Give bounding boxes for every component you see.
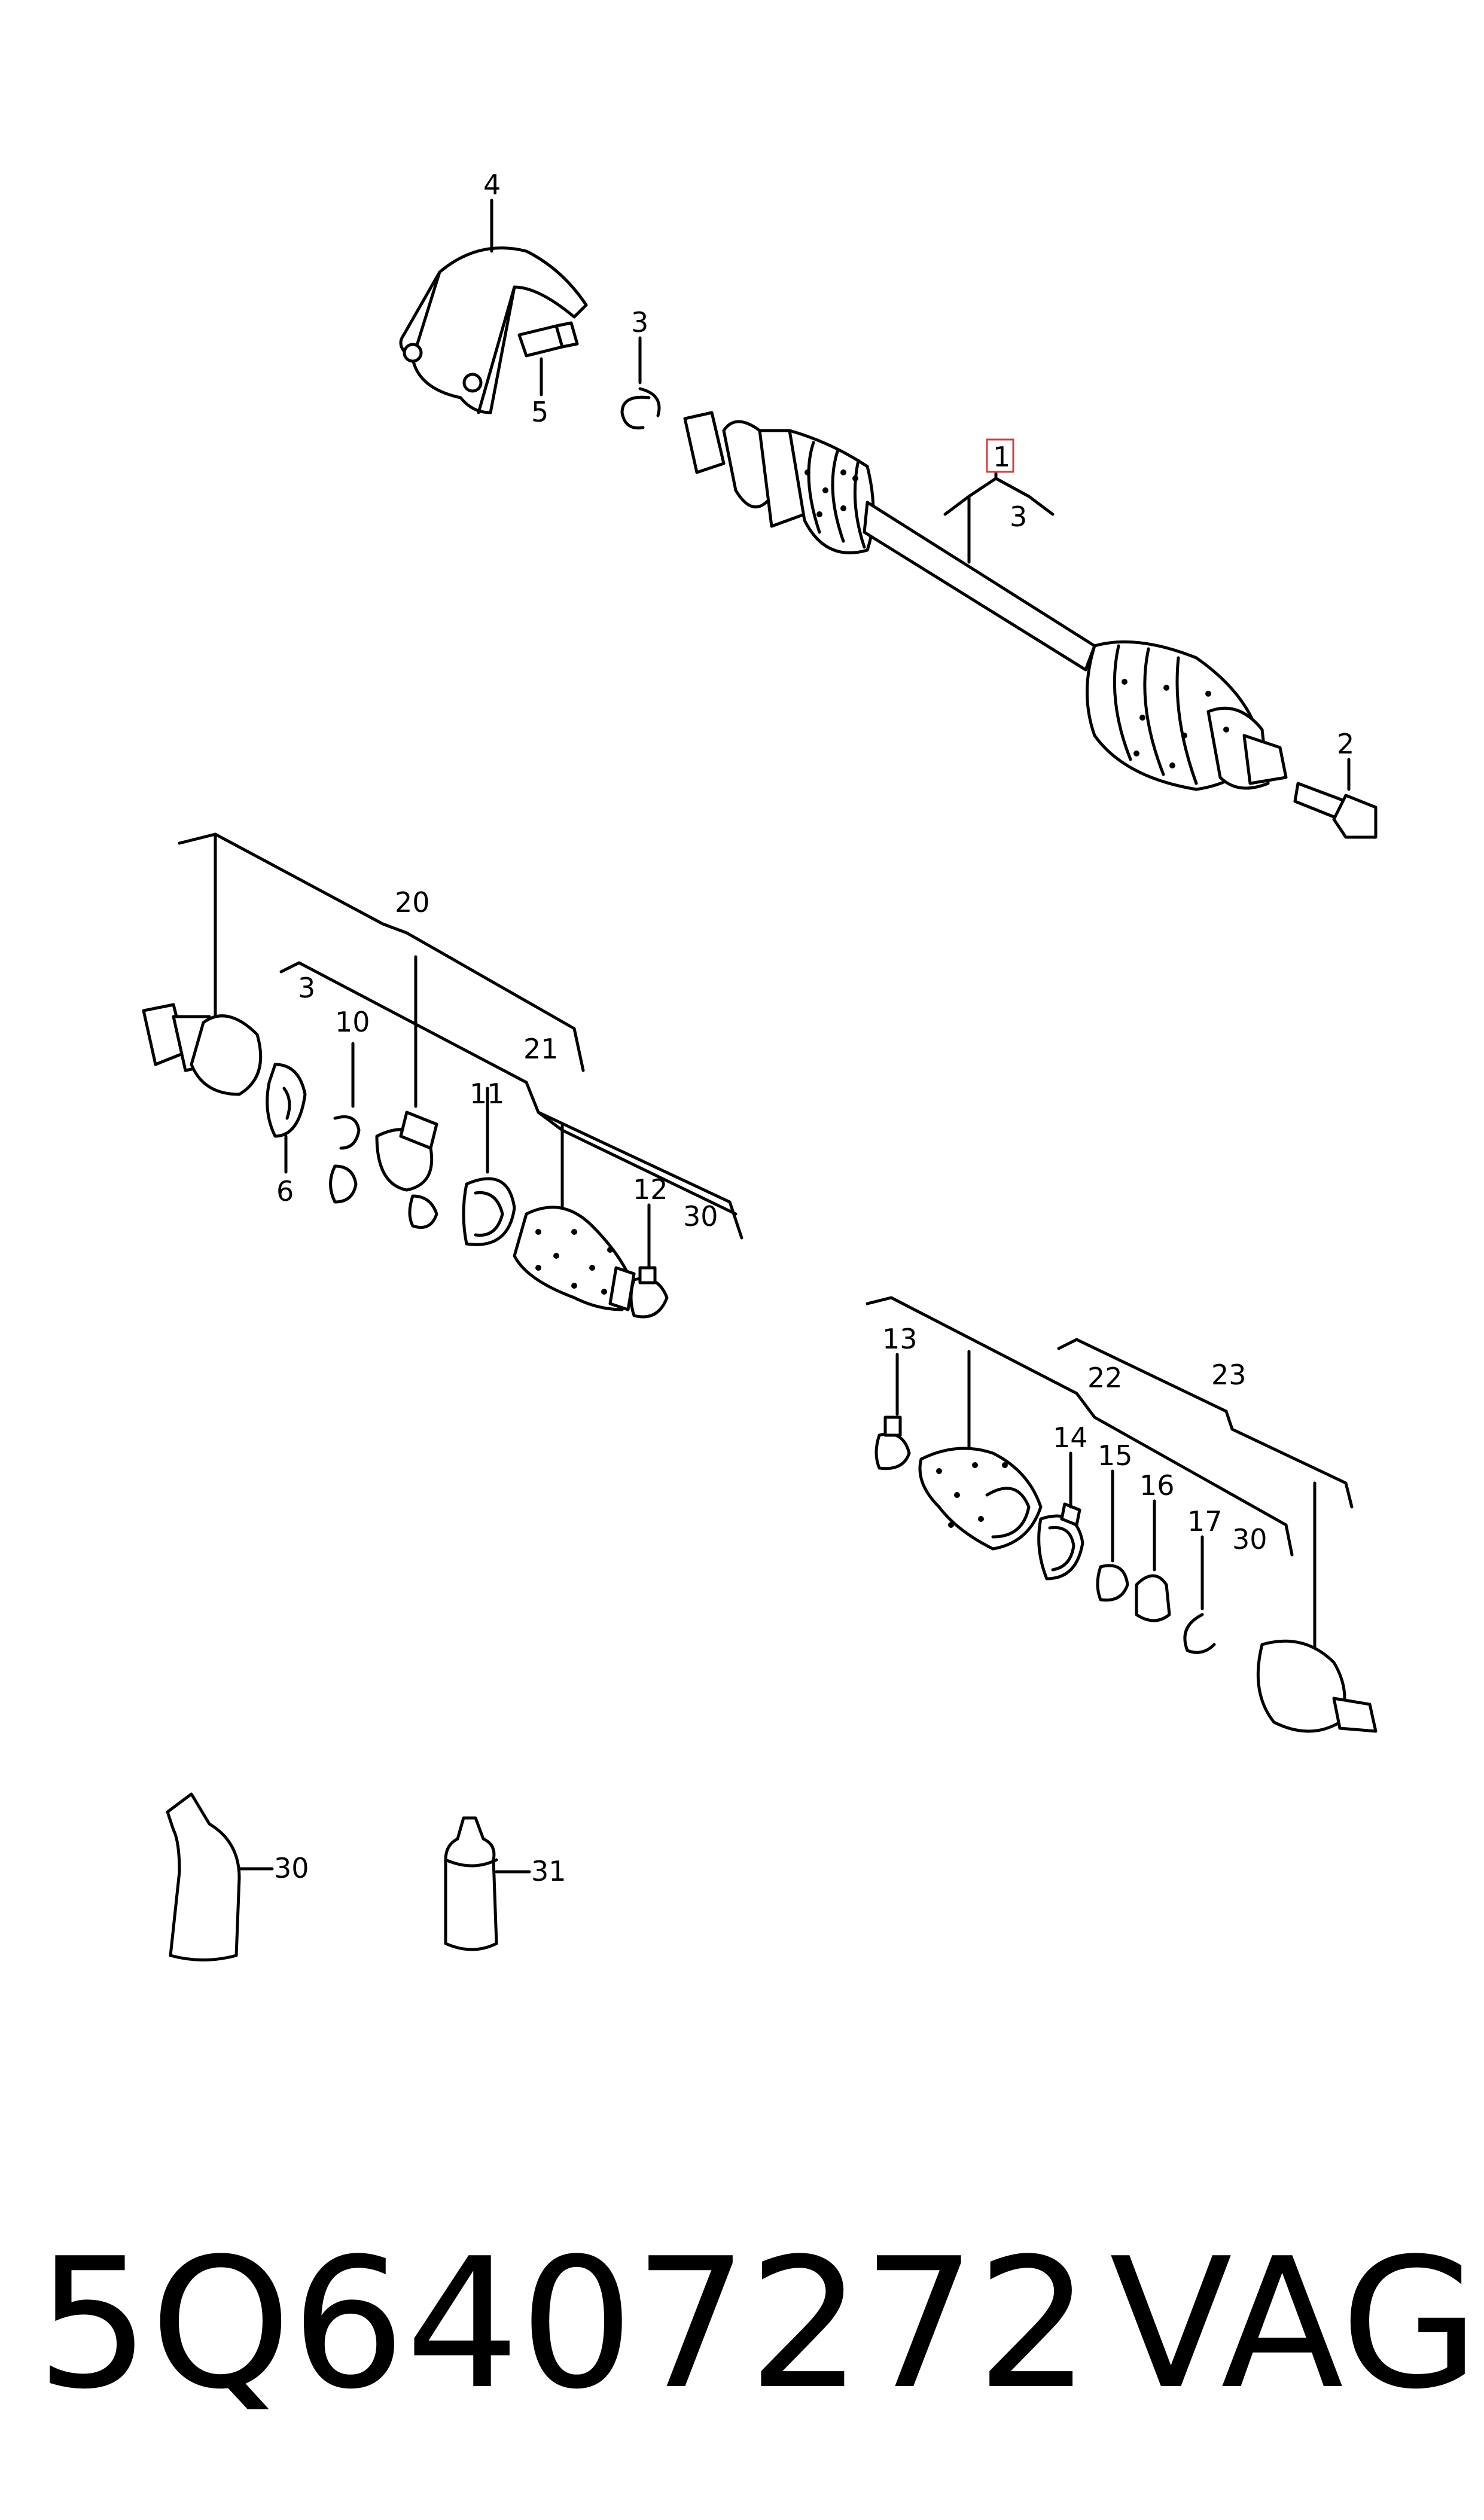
label-10: 10 xyxy=(335,1006,370,1038)
label-15: 15 xyxy=(1098,1439,1133,1472)
label-1: 1 xyxy=(993,441,1010,473)
outer-joint-kit xyxy=(866,1296,1378,1733)
label-20: 20 xyxy=(395,886,430,919)
label-30-kit-right: 30 xyxy=(1232,1523,1267,1555)
highlight-box xyxy=(986,438,1014,473)
label-23: 23 xyxy=(1211,1359,1247,1391)
label-3-shaft: 3 xyxy=(1010,501,1027,533)
label-14: 14 xyxy=(1053,1421,1088,1454)
label-3-kit: 3 xyxy=(298,972,315,1004)
bolt-part-2 xyxy=(1293,758,1378,839)
label-2: 2 xyxy=(1337,728,1354,760)
part-number: 5Q6407272 xyxy=(36,2220,1090,2429)
label-16: 16 xyxy=(1139,1469,1175,1502)
label-30-kit-left: 30 xyxy=(683,1200,718,1232)
label-22: 22 xyxy=(1087,1362,1123,1394)
label-11: 11 xyxy=(470,1078,505,1110)
label-4: 4 xyxy=(483,169,501,201)
grease-tube-part-30 xyxy=(166,1792,274,1961)
drive-shaft-part-1 xyxy=(683,411,1288,791)
label-13: 13 xyxy=(882,1323,918,1355)
label-30-tube: 30 xyxy=(274,1852,309,1884)
label-5: 5 xyxy=(531,396,548,428)
circlip-part-3-top xyxy=(620,336,661,430)
bolt-part-5 xyxy=(517,321,579,396)
label-12: 12 xyxy=(633,1173,668,1206)
bottle-part-31 xyxy=(444,1816,531,1951)
label-31: 31 xyxy=(531,1855,566,1887)
brand-name: VAG xyxy=(1110,2220,1479,2429)
label-21: 21 xyxy=(523,1033,559,1065)
heat-shield-part xyxy=(399,199,588,414)
inner-joint-kit xyxy=(142,832,743,1319)
label-6: 6 xyxy=(276,1175,294,1207)
label-17: 17 xyxy=(1187,1505,1223,1537)
label-3-top: 3 xyxy=(631,306,648,338)
